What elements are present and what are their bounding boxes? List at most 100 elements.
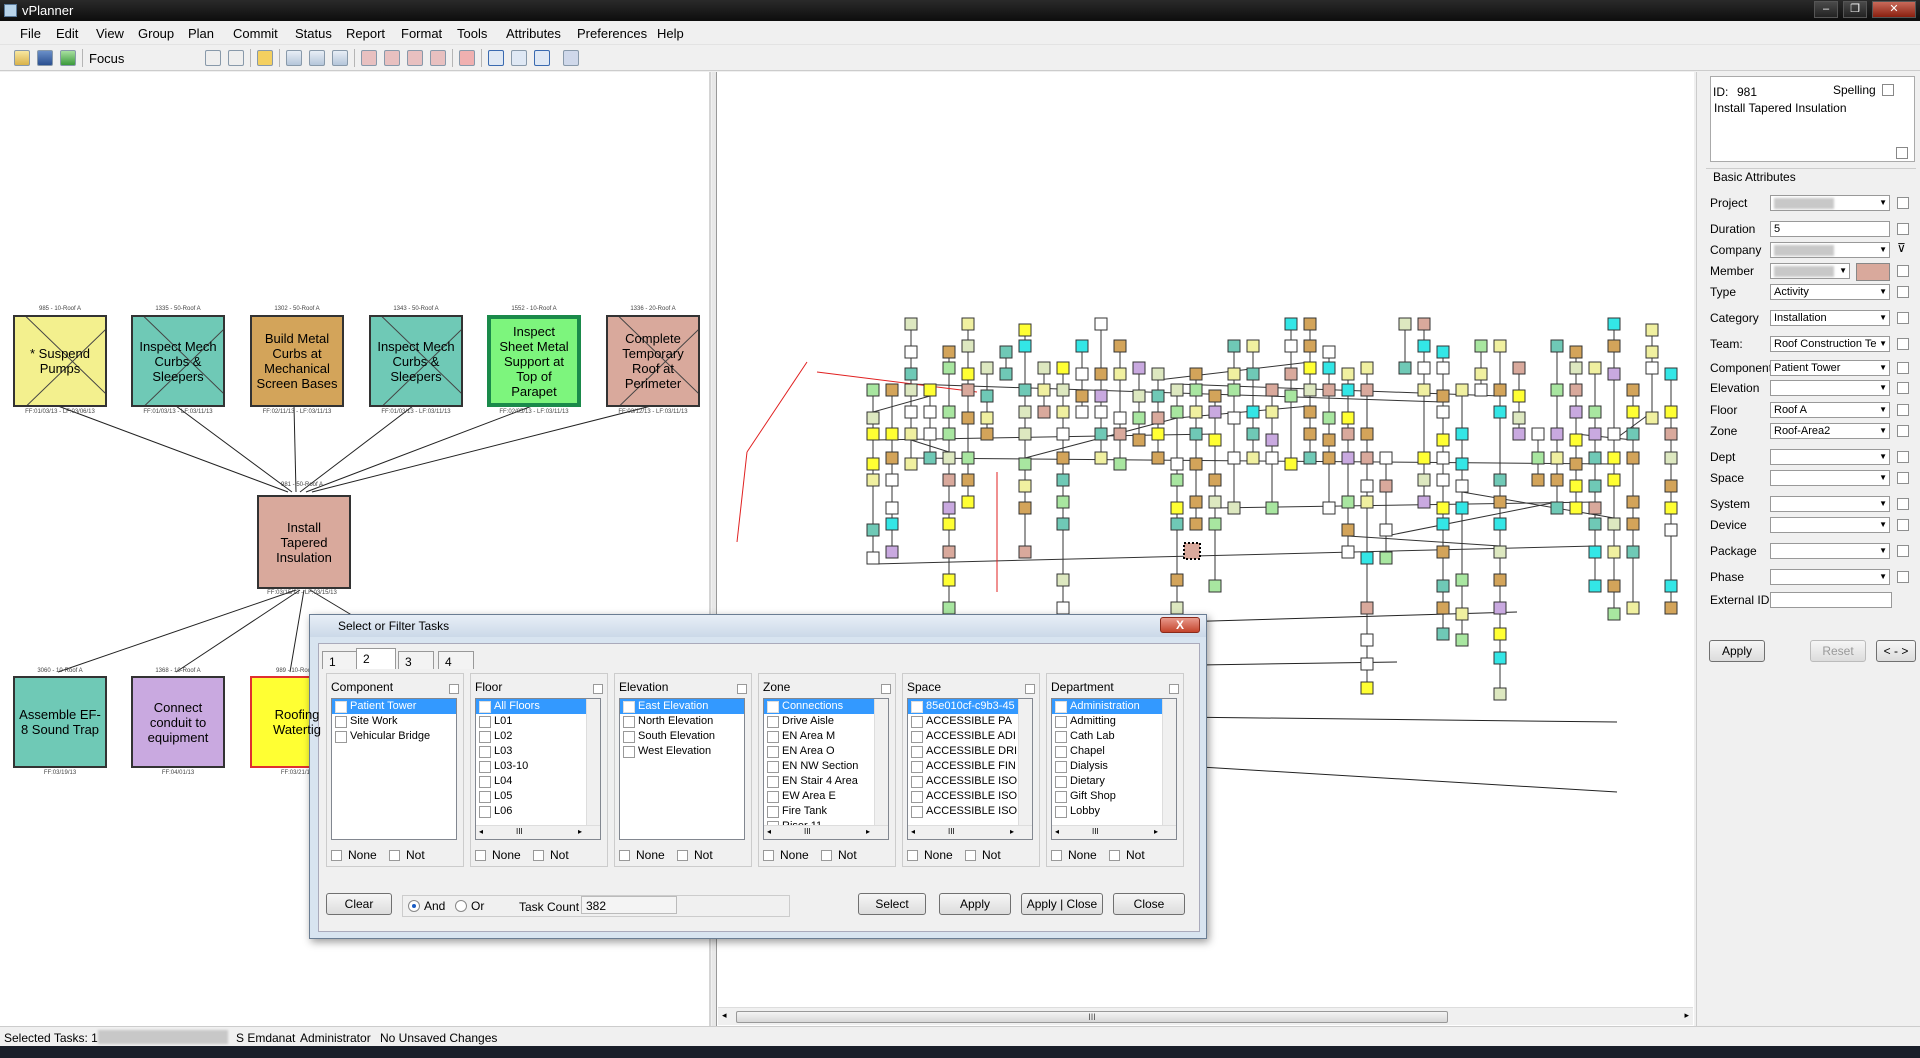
zoom-out-icon[interactable]	[332, 50, 348, 66]
overview-task-node[interactable]	[1455, 501, 1469, 515]
overview-task-node[interactable]	[866, 551, 880, 565]
overview-task-node[interactable]	[1436, 345, 1450, 359]
overview-task-node[interactable]	[942, 601, 956, 615]
overview-task-node[interactable]	[1417, 317, 1431, 331]
overview-task-node[interactable]	[1531, 473, 1545, 487]
prop-system-field[interactable]: ▼	[1770, 496, 1890, 512]
overview-task-node[interactable]	[1588, 361, 1602, 375]
overview-task-node[interactable]	[1436, 405, 1450, 419]
menu-group[interactable]: Group	[138, 26, 175, 41]
overview-task-node[interactable]	[1132, 389, 1146, 403]
and-radio[interactable]: And	[408, 899, 445, 913]
none-checkbox[interactable]: None	[907, 848, 953, 862]
overview-task-node[interactable]	[1360, 681, 1374, 695]
list-item[interactable]: Fire Tank	[764, 804, 874, 819]
overview-task-node[interactable]	[1626, 545, 1640, 559]
overview-task-node[interactable]	[1512, 411, 1526, 425]
overview-task-node[interactable]	[1208, 473, 1222, 487]
horizontal-scrollbar[interactable]: ◂III▸	[908, 825, 1032, 839]
prop-zone-field[interactable]: Roof-Area2▼	[1770, 423, 1890, 439]
overview-task-node[interactable]	[942, 345, 956, 359]
overview-task-node[interactable]	[1550, 473, 1564, 487]
group-all-checkbox[interactable]	[449, 684, 459, 694]
overview-task-node[interactable]	[1626, 427, 1640, 441]
overview-task-node[interactable]	[1094, 405, 1108, 419]
overview-task-node[interactable]	[1341, 495, 1355, 509]
overview-task-node[interactable]	[1436, 501, 1450, 515]
overview-task-node[interactable]	[1056, 495, 1070, 509]
overview-task-node[interactable]	[1170, 573, 1184, 587]
maximize-button[interactable]: ❐	[1843, 1, 1867, 18]
menu-status[interactable]: Status	[295, 26, 332, 41]
overview-task-node[interactable]	[1474, 367, 1488, 381]
overview-task-node[interactable]	[1531, 451, 1545, 465]
overview-task-node[interactable]	[1360, 495, 1374, 509]
overview-task-node[interactable]	[1189, 367, 1203, 381]
overview-task-node[interactable]	[942, 501, 956, 515]
overview-task-node[interactable]	[1208, 433, 1222, 447]
overview-task-node[interactable]	[1246, 451, 1260, 465]
overview-task-node[interactable]	[1246, 339, 1260, 353]
overview-task-node[interactable]	[1246, 405, 1260, 419]
overview-task-node[interactable]	[1265, 451, 1279, 465]
task-node[interactable]: Inspect Sheet Metal Support at Top of Pa…	[487, 315, 581, 407]
selected-overview-node[interactable]	[1183, 542, 1201, 560]
dropdown-arrow-icon[interactable]: ▼	[1879, 405, 1887, 414]
overview-task-node[interactable]	[1360, 657, 1374, 671]
not-checkbox[interactable]: Not	[533, 848, 569, 862]
single-pane-icon[interactable]	[488, 50, 504, 66]
overview-task-node[interactable]	[980, 389, 994, 403]
task-node[interactable]: Assemble EF-8 Sound Trap	[13, 676, 107, 768]
not-checkbox[interactable]: Not	[1109, 848, 1145, 862]
task-node[interactable]: Complete Temporary Roof at Perimeter	[606, 315, 700, 407]
overview-task-node[interactable]	[885, 501, 899, 515]
overview-task-node[interactable]	[1645, 411, 1659, 425]
external-id-input[interactable]	[1770, 592, 1892, 608]
overview-task-node[interactable]	[1037, 361, 1051, 375]
menu-edit[interactable]: Edit	[56, 26, 79, 41]
not-checkbox[interactable]: Not	[389, 848, 425, 862]
prop-lock-checkbox[interactable]	[1897, 362, 1909, 374]
overview-task-node[interactable]	[1645, 345, 1659, 359]
overview-task-node[interactable]	[961, 495, 975, 509]
overview-task-node[interactable]	[1607, 339, 1621, 353]
overview-task-node[interactable]	[1493, 651, 1507, 665]
list-item[interactable]: Lobby	[1052, 804, 1162, 819]
overview-task-node[interactable]	[1664, 451, 1678, 465]
description-checkbox[interactable]	[1896, 147, 1908, 159]
overview-task-node[interactable]	[1170, 473, 1184, 487]
overview-task-node[interactable]	[1664, 479, 1678, 493]
overview-task-node[interactable]	[1417, 339, 1431, 353]
overview-task-node[interactable]	[904, 317, 918, 331]
list-item[interactable]: Cath Lab	[1052, 729, 1162, 744]
zoom-in-icon[interactable]	[309, 50, 325, 66]
list-item[interactable]: Dialysis	[1052, 759, 1162, 774]
prop-lock-checkbox[interactable]	[1897, 545, 1909, 557]
overview-task-node[interactable]	[866, 523, 880, 537]
list-item[interactable]: L03-10	[476, 759, 586, 774]
overview-task-node[interactable]	[1208, 579, 1222, 593]
overview-task-node[interactable]	[1436, 473, 1450, 487]
overview-task-node[interactable]	[1075, 367, 1089, 381]
list-item[interactable]: Vehicular Bridge	[332, 729, 456, 744]
overview-task-node[interactable]	[1037, 405, 1051, 419]
overview-task-node[interactable]	[942, 451, 956, 465]
overview-task-node[interactable]	[942, 473, 956, 487]
horizontal-scrollbar[interactable]: ◂III▸	[476, 825, 600, 839]
prop-lock-checkbox[interactable]	[1897, 451, 1909, 463]
overview-task-node[interactable]	[1626, 517, 1640, 531]
dropdown-arrow-icon[interactable]: ▼	[1879, 287, 1887, 296]
overview-task-node[interactable]	[1341, 367, 1355, 381]
overview-task-node[interactable]	[1303, 317, 1317, 331]
group-all-checkbox[interactable]	[593, 684, 603, 694]
overview-task-node[interactable]	[1189, 457, 1203, 471]
binoculars-icon[interactable]	[205, 50, 221, 66]
overview-task-node[interactable]	[1626, 405, 1640, 419]
refresh-icon[interactable]	[60, 50, 76, 66]
dropdown-arrow-icon[interactable]: ▼	[1879, 572, 1887, 581]
prop-category-field[interactable]: Installation▼	[1770, 310, 1890, 326]
overview-task-node[interactable]	[1379, 523, 1393, 537]
overview-task-node[interactable]	[1227, 501, 1241, 515]
overview-task-node[interactable]	[1493, 495, 1507, 509]
